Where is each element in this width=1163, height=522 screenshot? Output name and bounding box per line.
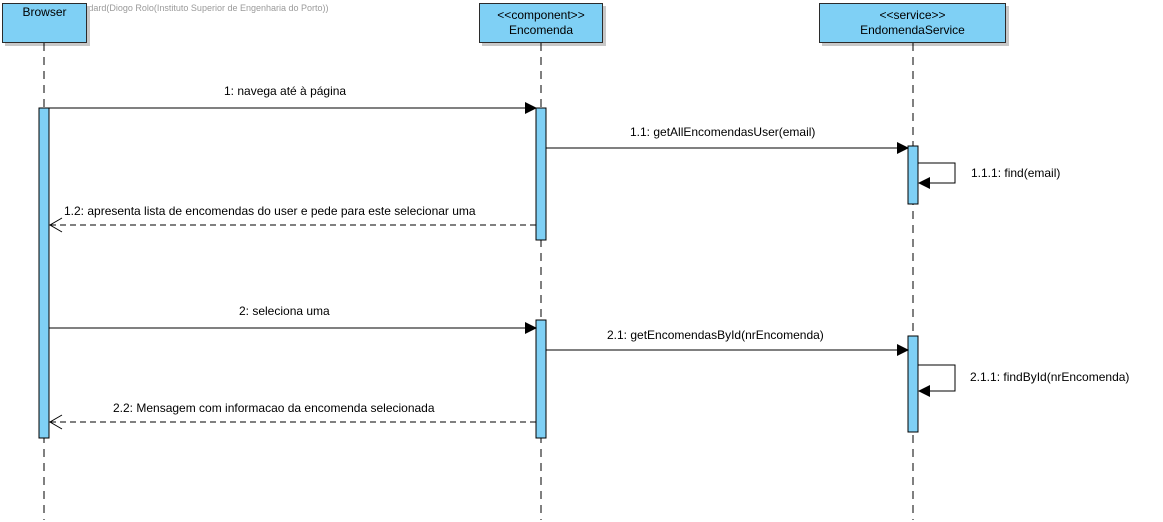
activation-encomenda-1 [535,107,547,241]
lifeline-encomenda-stereotype: <<component>> [497,8,585,22]
activation-browser [38,107,50,439]
lifeline-encomenda[interactable]: <<component>> Encomenda [479,3,603,43]
lifeline-service-stereotype: <<service>> [879,8,946,22]
lifeline-browser[interactable]: Browser [2,3,87,43]
message-label-1-1-1: 1.1.1: find(email) [971,166,1061,180]
lifeline-encomenda-name: Encomenda [508,23,574,37]
message-label-2-2: 2.2: Mensagem com informacao da encomend… [113,401,435,415]
message-arrow-1-2-head [49,217,63,233]
watermark: Visual Paradigm Standard(Diogo Rolo(Inst… [2,3,329,13]
lifeline-service-name: EndomendaService [860,23,965,37]
message-label-1-1: 1.1: getAllEncomendasUser(email) [630,125,816,139]
lifeline-endomendaservice[interactable]: <<service>> EndomendaService [819,3,1006,43]
message-arrow-1-1-1 [918,162,956,189]
message-label-1-2: 1.2: apresenta lista de encomendas do us… [64,204,476,218]
activation-service-1 [907,145,919,205]
message-arrow-2-1-1 [918,364,956,397]
message-label-1: 1: navega até à página [224,84,347,98]
activation-service-2 [907,335,919,433]
lifeline-browser-name: Browser [22,5,67,19]
message-label-2-1-1: 2.1.1: findById(nrEncomenda) [970,370,1130,384]
message-label-2-1: 2.1: getEncomendasById(nrEncomenda) [607,328,824,342]
message-arrow-2-2-head [49,414,63,430]
message-label-2: 2: seleciona uma [239,304,330,318]
activation-encomenda-2 [535,319,547,439]
